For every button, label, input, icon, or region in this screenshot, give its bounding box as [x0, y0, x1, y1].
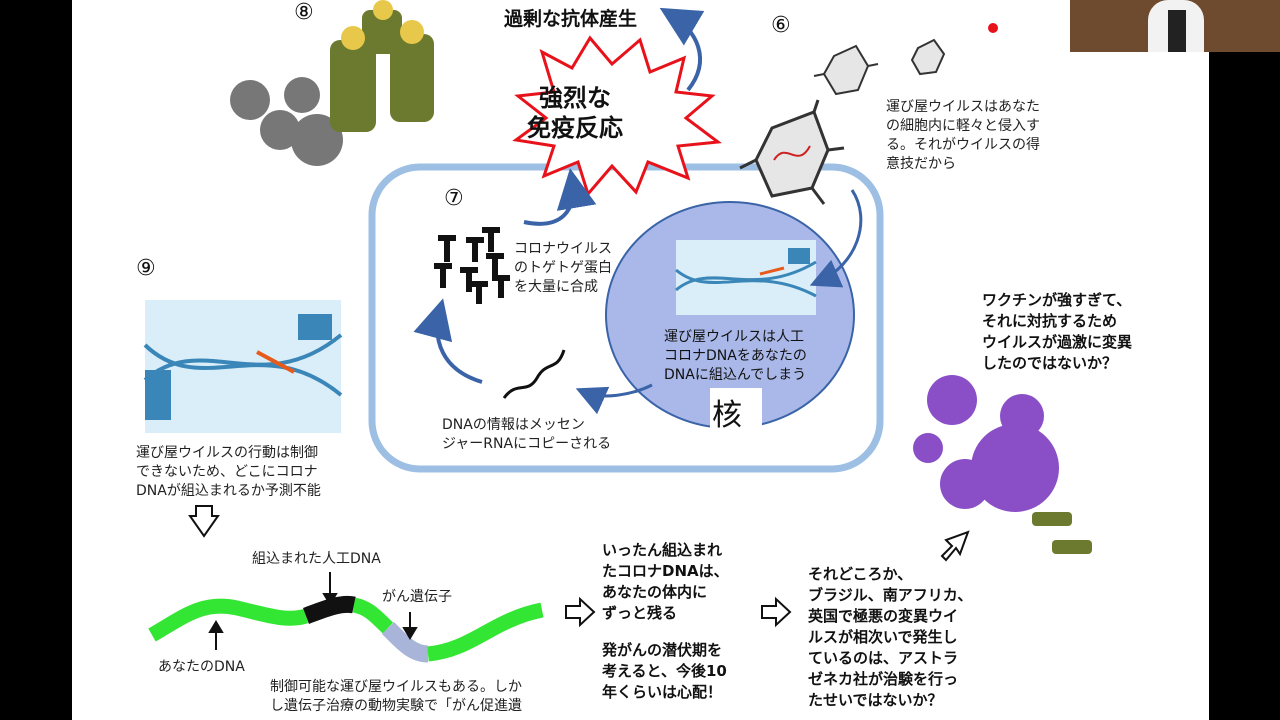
step-6-number: ⑥	[771, 13, 791, 38]
arrow-to-antibody	[659, 7, 705, 92]
step-7-number: ⑦	[444, 186, 464, 211]
presenter-tie	[1168, 10, 1186, 52]
step-8-number: ⑧	[294, 0, 314, 25]
controlled-text: 制御可能な運び屋ウイルスもある。しか し遺伝子治療の動物実験で「がん促進遺	[270, 679, 522, 714]
mrna-text: DNAの情報はメッセン ジャーRNAにコピーされる	[442, 417, 612, 452]
flow-arrows	[188, 505, 970, 628]
vector-virus-medium-icon	[813, 44, 879, 96]
artificial-dna-segment	[303, 595, 356, 624]
nucleus-label: 核	[712, 398, 742, 433]
arrow-into-nucleus	[809, 189, 863, 288]
arrow-to-spike	[413, 298, 483, 384]
spike-text: コロナウイルス のトゲトゲ蛋白 を大量に合成	[514, 241, 612, 295]
your-dna-strand	[148, 598, 309, 642]
laser-pointer-dot	[988, 23, 998, 33]
step-9-number: ⑨	[136, 256, 156, 281]
vector-virus-small-icon	[910, 38, 946, 76]
gray-virus-cluster	[230, 77, 343, 166]
spike-protein-icon	[434, 227, 510, 304]
diagram-canvas	[143, 0, 1092, 663]
remain-text: いったん組込まれ たコロナDNAは、 あなたの体内に ずっと残る	[602, 541, 729, 622]
slide: ⑧ ⑥ ⑦ ⑨ 過剰な抗体産生 強烈な 免疫反応 運び屋ウイルスはあなた の細胞…	[72, 0, 1209, 720]
burst-line-1: 強烈な	[539, 84, 611, 112]
burst-line-2: 免疫反応	[527, 114, 623, 142]
headline-antibody: 過剰な抗体産生	[504, 8, 638, 30]
variants-text: それどころか、 ブラジル、南アフリカ、 英国で極悪の変異ウイ ルスが相次いで発生…	[808, 565, 973, 709]
invasion-text: 運び屋ウイルスはあなた の細胞内に軽々と侵入す る。それがウイルスの得 意技だか…	[886, 99, 1040, 172]
arrow-to-burst	[523, 168, 597, 226]
presenter-webcam	[1070, 0, 1280, 52]
nucleus-label-box	[710, 388, 762, 438]
immune-burst	[512, 35, 722, 198]
latency-text: 発がんの潜伏期を 考えると、今後10 年くらいは心配！	[602, 641, 727, 701]
soldier-group-icon	[330, 0, 434, 132]
nucleus-text: 運び屋ウイルスは人工 コロナDNAをあなたの DNAに組込んでしまう	[664, 329, 807, 383]
mrna-icon	[502, 349, 566, 399]
cancer-gene-segment	[381, 621, 429, 663]
uncontrolled-text: 運び屋ウイルスの行動は制御 できないため、どこにコロナ DNAが組込まれるか予測…	[136, 445, 321, 499]
your-dna-label: あなたのDNA	[158, 659, 245, 675]
mutant-virus-cluster	[913, 375, 1059, 512]
pointer-arrows	[208, 572, 418, 650]
vector-virus-large-icon	[739, 99, 845, 205]
gene-editing-image	[143, 300, 343, 433]
vaccine-text: ワクチンが強すぎて、 それに対抗するため ウイルスが過激に変異 したのではないか…	[982, 291, 1133, 372]
cancer-gene-label: がん遺伝子	[382, 589, 452, 605]
artificial-dna-label: 組込まれた人工DNA	[252, 551, 381, 567]
fallen-soldiers-icon	[1032, 512, 1092, 554]
nucleus-dna-image	[675, 240, 817, 315]
arrow-to-mrna	[575, 383, 653, 415]
